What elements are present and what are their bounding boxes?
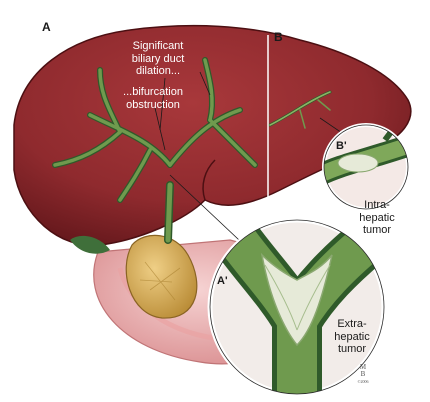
signature-initials: M B [359,363,367,378]
panel-label-b-prime: B' [336,140,347,152]
panel-label-b: B [274,30,283,44]
label-intrahepatic-tumor: Intra- hepatic tumor [359,199,395,236]
bile-duct-tree [52,57,332,244]
label-significant-dilation: Significant biliary duct dilation... [131,40,185,77]
label-extrahepatic-tumor: Extra- hepatic tumor [334,318,370,355]
panel-label-a-prime: A' [217,275,228,287]
label-minor-dilation: Minor, peripheral biliary duct dilation [338,26,420,63]
label-bifurcation-obstruction: ...bifurcation obstruction [123,86,183,111]
inset-a-prime [207,217,387,397]
panel-label-a: A [42,20,51,34]
signature-mark: ©2006 [357,379,369,384]
inset-b-prime [322,123,410,211]
artist-signature: M B ©2006 [355,364,371,385]
